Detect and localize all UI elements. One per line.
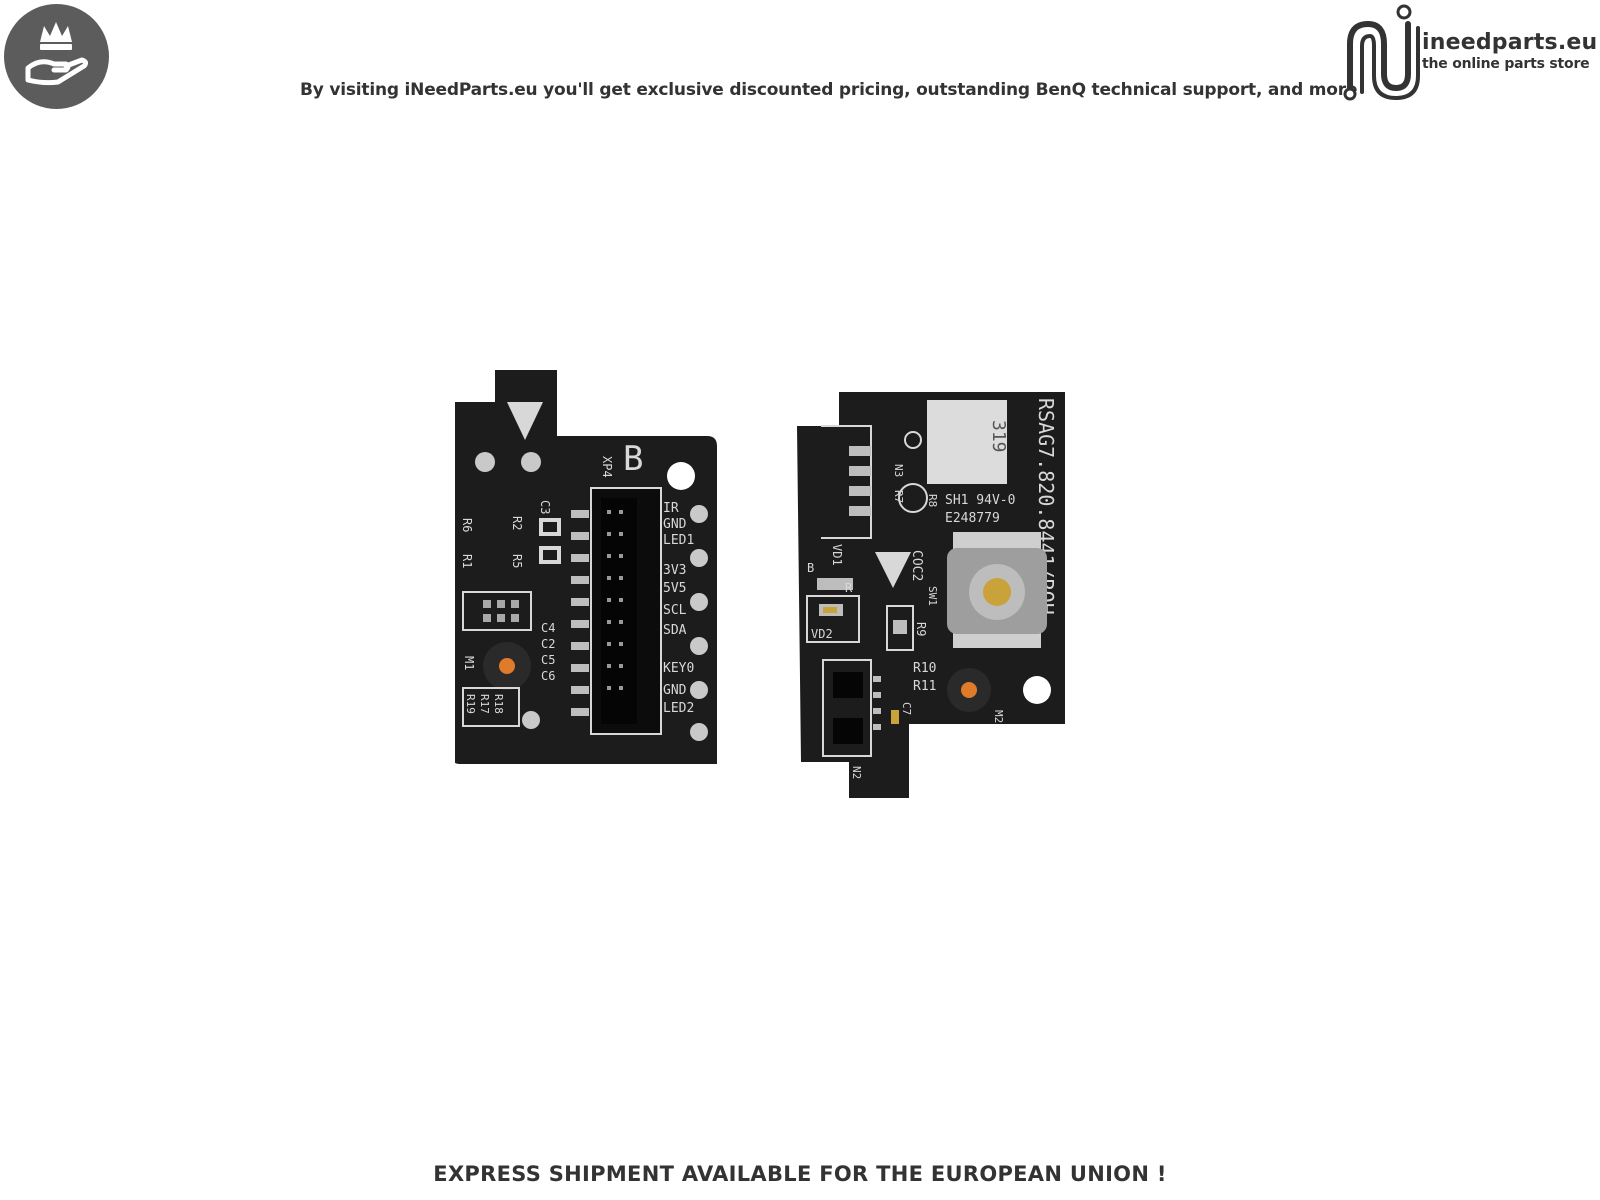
- silk-c5: C5: [541, 653, 555, 667]
- silk-r1: R1: [460, 554, 474, 568]
- pin-label: SDA: [663, 623, 687, 638]
- pin-label: SCL: [663, 603, 687, 618]
- silk-r17: R17: [478, 694, 491, 714]
- silk-ref-xp4: XP4: [600, 456, 614, 478]
- silk-label-b: B: [623, 439, 643, 479]
- silk-r6: R6: [460, 518, 474, 532]
- silk-r8: R8: [926, 494, 939, 507]
- pin-label: GND: [663, 683, 687, 698]
- pin-label: LED2: [663, 701, 694, 716]
- silk-b: B: [807, 561, 814, 575]
- silk-c6: C6: [541, 669, 555, 683]
- pin-label: GND: [663, 517, 687, 532]
- silk-c3: C3: [538, 500, 552, 514]
- silk-r11: R11: [913, 679, 936, 694]
- logo-name: ineedparts.eu: [1422, 30, 1598, 55]
- silk-r2: R2: [510, 516, 524, 530]
- crown-hand-badge: [4, 4, 109, 109]
- silk-sw1: SW1: [926, 586, 939, 606]
- product-image-pcb-boards: B XP4 C3 R6 R2 R1 R5 M1 C4 C2 C5 C6 R18 …: [455, 370, 1065, 798]
- crown-hand-icon: [25, 22, 89, 86]
- silk-vd1: VD1: [830, 544, 844, 566]
- silk-ul: E248779: [945, 511, 1000, 526]
- silk-r18: R18: [492, 694, 505, 714]
- silk-r: R: [845, 581, 853, 595]
- silk-m1: M1: [462, 656, 476, 670]
- silk-cert: SH1 94V-0: [945, 493, 1015, 508]
- silk-r10: R10: [913, 661, 936, 676]
- silk-c4: C4: [541, 621, 555, 635]
- silk-m2: M2: [992, 710, 1005, 723]
- promo-tagline: By visiting iNeedParts.eu you'll get exc…: [300, 80, 1358, 100]
- pcb-board-left: B XP4 C3 R6 R2 R1 R5 M1 C4 C2 C5 C6 R18 …: [455, 370, 717, 764]
- silk-r7: R7: [892, 490, 905, 503]
- silk-vd2: VD2: [811, 627, 833, 641]
- logo-subtitle: the online parts store: [1422, 56, 1590, 72]
- pin-label: 3V3: [663, 563, 686, 578]
- silk-r19: R19: [464, 694, 477, 714]
- silk-n3: N3: [892, 464, 905, 477]
- silk-c2: C2: [541, 637, 555, 651]
- silk-coc2: COC2: [909, 550, 924, 581]
- ineedparts-logo[interactable]: ineedparts.eu the online parts store: [1342, 2, 1598, 102]
- pin-label: 5V5: [663, 581, 686, 596]
- shipping-banner: EXPRESS SHIPMENT AVAILABLE FOR THE EUROP…: [433, 1162, 1167, 1186]
- label-code: 319: [988, 420, 1009, 453]
- silk-r9: R9: [914, 622, 928, 636]
- pin-label: IR: [663, 501, 679, 516]
- silk-n2: N2: [850, 766, 863, 779]
- silk-r5: R5: [510, 554, 524, 568]
- pin-label: LED1: [663, 533, 694, 548]
- pcb-board-right: 319 RSAG7.820.8441/ROH SH1 94V-0 E248779: [797, 392, 1065, 798]
- silk-c7: C7: [900, 702, 913, 715]
- pin-label: KEY0: [663, 661, 694, 676]
- cable-logo-icon: [1343, 4, 1420, 101]
